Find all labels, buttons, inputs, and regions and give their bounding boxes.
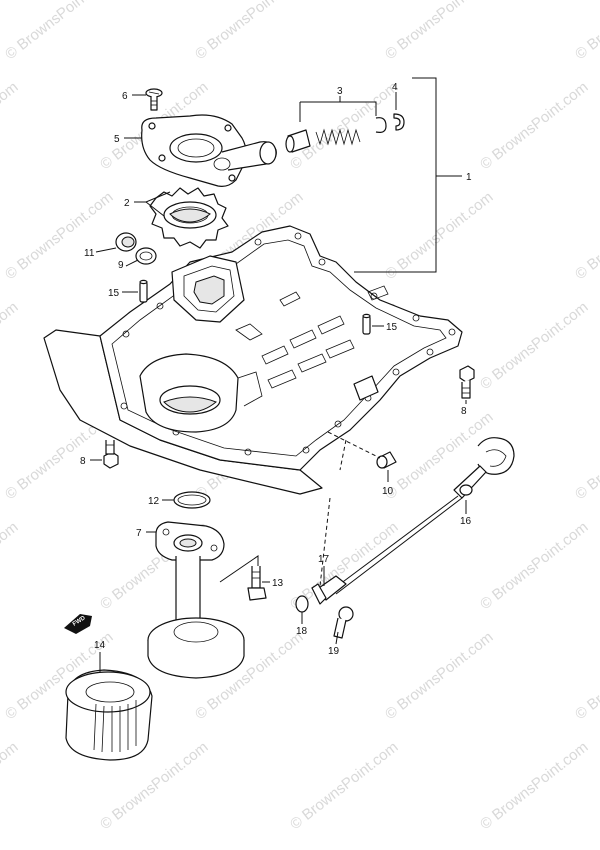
callout-12: 12 — [148, 496, 160, 507]
o-ring-9 — [135, 247, 157, 265]
o-ring-18 — [295, 595, 309, 613]
bolt-8-right — [459, 365, 475, 399]
callout-8-left: 8 — [80, 456, 86, 467]
rotor-gear-2 — [149, 187, 229, 249]
callout-labels: 1 2 3 4 5 6 7 8 8 9 10 11 12 13 14 15 15… — [80, 82, 472, 657]
oil-pump-assembly — [115, 88, 405, 265]
watermark-text: © BrownsPoint.com — [0, 79, 21, 174]
plug-10 — [376, 451, 397, 469]
screw-6 — [145, 88, 163, 111]
watermark-text: © BrownsPoint.com — [477, 519, 591, 614]
watermark-text: © BrownsPoint.com — [477, 79, 591, 174]
callout-15-right: 15 — [386, 322, 398, 333]
gasket-12 — [173, 491, 211, 509]
watermark-text: © BrownsPoint.com — [572, 189, 600, 284]
callout-6: 6 — [122, 91, 128, 102]
watermark-text: © BrownsPoint.com — [192, 0, 306, 63]
oil-seal-11 — [115, 232, 137, 252]
filter-stand-7 — [147, 521, 245, 679]
bolt-8-left — [103, 440, 119, 469]
watermark-text: © BrownsPoint.com — [0, 739, 21, 834]
dipstick-16 — [331, 437, 515, 595]
callout-2: 2 — [124, 198, 130, 209]
callout-11: 11 — [84, 248, 95, 259]
callout-10: 10 — [382, 486, 394, 497]
guide-tube-17 — [311, 575, 347, 605]
oil-pan — [43, 225, 463, 495]
pump-cover-5 — [141, 114, 277, 187]
watermark-text: © BrownsPoint.com — [572, 409, 600, 504]
callout-18: 18 — [296, 626, 308, 637]
dowel-pin-15-right — [362, 313, 371, 335]
callout-4: 4 — [392, 82, 398, 93]
callout-14: 14 — [94, 640, 106, 651]
watermark-text: © BrownsPoint.com — [287, 739, 401, 834]
watermark-text: © BrownsPoint.com — [572, 0, 600, 63]
fwd-arrow-icon: FWD — [64, 614, 92, 634]
callout-1: 1 — [466, 172, 472, 183]
callout-8-right: 8 — [461, 406, 467, 417]
watermark-text: © BrownsPoint.com — [477, 299, 591, 394]
dowel-pin-15-left — [139, 279, 148, 303]
watermark-text: © BrownsPoint.com — [0, 299, 21, 394]
callout-7: 7 — [136, 528, 142, 539]
callout-13: 13 — [272, 578, 284, 589]
pan-rib-slots — [235, 285, 389, 389]
watermark-text: © BrownsPoint.com — [0, 519, 21, 614]
callout-19: 19 — [328, 646, 340, 657]
watermark-text: © BrownsPoint.com — [477, 739, 591, 834]
callout-3: 3 — [337, 86, 343, 97]
watermark-text: © BrownsPoint.com — [382, 0, 496, 63]
callout-17: 17 — [318, 554, 330, 565]
callout-15-left: 15 — [108, 288, 120, 299]
callout-16: 16 — [460, 516, 472, 527]
watermark-text: © BrownsPoint.com — [572, 629, 600, 724]
watermark-text: © BrownsPoint.com — [382, 629, 496, 724]
callout-5: 5 — [114, 134, 120, 145]
watermark-text: © BrownsPoint.com — [382, 189, 496, 284]
watermark-text: © BrownsPoint.com — [2, 0, 116, 63]
bolt-19 — [333, 606, 354, 639]
watermark-text: © BrownsPoint.com — [2, 189, 116, 284]
callout-9: 9 — [118, 260, 124, 271]
leader-lines — [90, 77, 467, 672]
snap-ring-4 — [393, 113, 405, 131]
bolt-13 — [247, 566, 267, 601]
relief-valve-3 — [285, 117, 387, 153]
oil-filter-14 — [65, 669, 153, 761]
